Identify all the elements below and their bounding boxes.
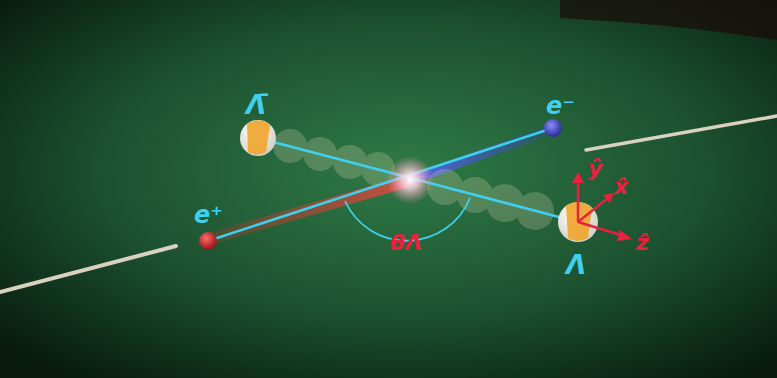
angle-label: θΛ [390, 232, 422, 254]
particle-label: e⁺ [194, 203, 223, 227]
particle-label: Λ̄ [246, 92, 266, 118]
axis-label: ŷ [588, 158, 602, 180]
axis-label: x̂ [614, 176, 628, 198]
particle-label: e⁻ [546, 94, 575, 118]
particle-label: Λ [566, 252, 586, 278]
axis-label: ẑ [636, 232, 649, 254]
